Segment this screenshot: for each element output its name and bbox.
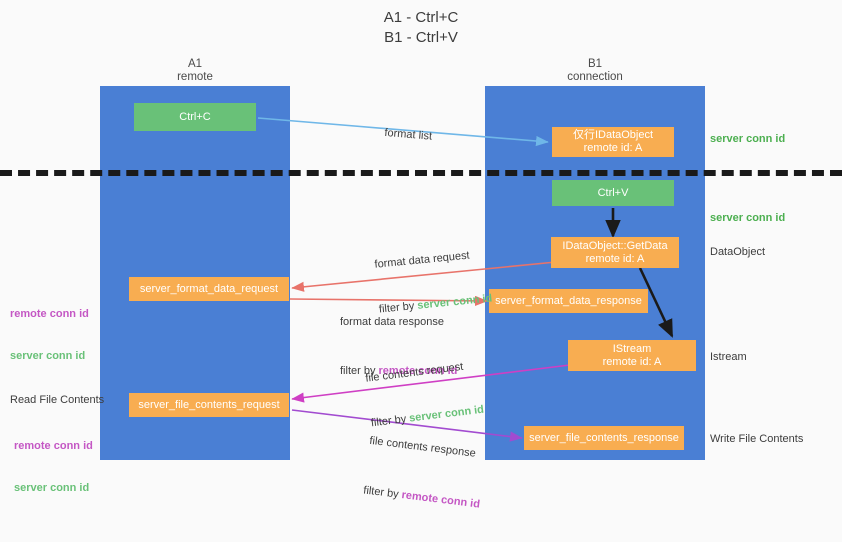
side-label-write-file-contents: Write File Contents	[710, 433, 804, 445]
side-label-left-conn-ids-bottom: remote conn id server conn id	[14, 411, 93, 523]
phase-divider	[0, 170, 842, 176]
arrow-label-format-data-response-line1: format data response	[340, 316, 444, 328]
filter-by-text: filter by	[362, 484, 403, 502]
node-ctrl-c: Ctrl+C	[134, 103, 256, 131]
side-label-server-conn-id-top: server conn id	[710, 133, 786, 145]
arrow-label-format-list: format list	[370, 110, 433, 160]
node-server-format-data-response-label: server_format_data_response	[495, 294, 642, 307]
node-server-file-contents-request: server_file_contents_request	[129, 393, 289, 417]
column-header-b1: B1 connection	[567, 58, 623, 83]
node-istream-id: remote id: A	[602, 355, 662, 368]
node-ctrl-v-label: Ctrl+V	[597, 186, 629, 199]
node-ctrl-c-label: Ctrl+C	[179, 110, 211, 123]
side-label-dataobject: DataObject	[710, 246, 766, 258]
node-istream: IStream remote id: A	[568, 340, 696, 371]
arrow-label-file-contents-response-line1: file contents response	[368, 434, 477, 460]
side-label-istream: Istream	[710, 351, 747, 363]
left-server-conn-id-2: server conn id	[14, 482, 90, 494]
node-server-format-data-response: server_format_data_response	[489, 289, 648, 313]
page-title: A1 - Ctrl+C B1 - Ctrl+V	[383, 9, 459, 46]
side-label-left-conn-ids-top: remote conn id server conn id	[10, 279, 89, 391]
diagram-canvas: A1 - Ctrl+C B1 - Ctrl+V A1 remote B1 con…	[0, 9, 842, 511]
arrow-label-file-contents-response: file contents response filter by remote …	[359, 404, 491, 542]
node-getdata-id: remote id: A	[585, 252, 645, 265]
remote-conn-id-key: remote conn id	[378, 365, 458, 377]
arrow-label-format-data-response: format data response filter by remote co…	[340, 285, 457, 409]
node-server-format-data-request-label: server_format_data_request	[139, 282, 279, 295]
filter-by-text: filter by	[340, 365, 379, 377]
side-label-read-file-contents: Read File Contents	[10, 394, 105, 406]
arrow-label-file-contents-response-line2: filter by remote conn id	[362, 483, 481, 512]
node-server-file-contents-response-label: server_file_contents_response	[529, 431, 679, 444]
left-server-conn-id-1: server conn id	[10, 350, 86, 362]
arrow-label-format-list-text: format list	[383, 126, 433, 143]
remote-conn-id-key: remote conn id	[400, 489, 481, 511]
left-remote-conn-id-1: remote conn id	[10, 308, 89, 320]
node-server-file-contents-request-label: server_file_contents_request	[138, 398, 280, 411]
node-idataobject-id: remote id: A	[583, 142, 643, 154]
arrow-label-file-contents-request-line1: file contents request	[364, 360, 464, 385]
node-server-format-data-request: server_format_data_request	[129, 277, 289, 301]
node-idataobject: 仅行IDataObject remote id: A	[552, 127, 674, 157]
node-getdata: IDataObject::GetData remote id: A	[551, 237, 679, 268]
node-server-file-contents-response: server_file_contents_response	[524, 426, 684, 450]
node-istream-title: IStream	[612, 342, 652, 355]
column-header-a1: A1 remote	[177, 58, 213, 83]
arrow-label-format-data-response-line2: filter by remote conn id	[340, 364, 457, 379]
node-getdata-title: IDataObject::GetData	[562, 239, 668, 252]
node-idataobject-title: 仅行IDataObject	[572, 129, 654, 141]
left-remote-conn-id-2: remote conn id	[14, 440, 93, 452]
arrow-label-format-data-request-line1: format data request	[374, 249, 471, 271]
side-label-server-conn-id-mid: server conn id	[710, 212, 786, 224]
node-ctrl-v: Ctrl+V	[552, 180, 674, 206]
